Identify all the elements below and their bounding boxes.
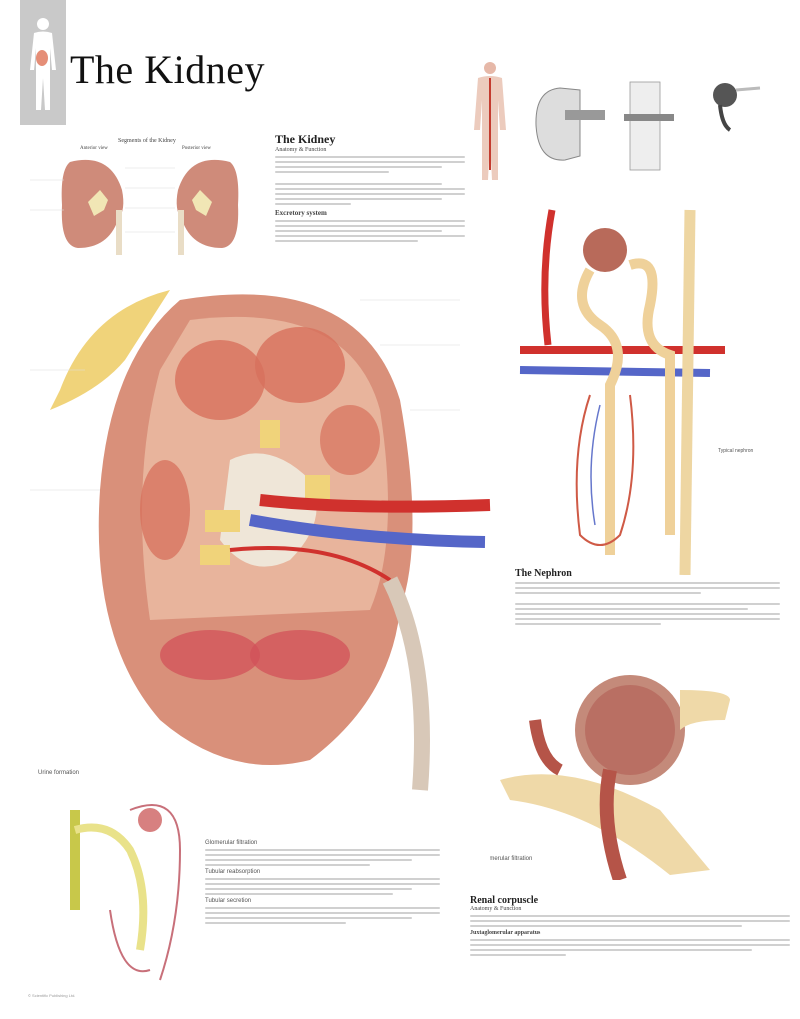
human-body-icon (30, 18, 56, 110)
kidney-segments-illustration (30, 159, 239, 255)
renal-corpuscle-heading: Renal corpuscle (470, 895, 539, 906)
juxtaglomerular-heading: Juxtaglomerular apparatus (470, 930, 541, 936)
urine-formation-text: Glomerular filtration Tubular reabsorpti… (205, 840, 440, 927)
corpuscle-sketch (713, 83, 761, 132)
footer-copyright: © Scientific Publishing Ltd. (28, 993, 76, 998)
nephron-paragraph (515, 582, 780, 625)
segments-left-caption: Anterior view (80, 146, 108, 151)
kidney-paragraph (275, 156, 465, 205)
typical-nephron-label: Typical nephron (718, 448, 754, 454)
urine-formation-heading: Urine formation (38, 770, 80, 776)
kidney-text-section: The Kidney Anatomy & Function Excretory … (275, 132, 465, 245)
segments-heading: Segments of the Kidney (118, 138, 176, 144)
kidney-subheading: Anatomy & Function (275, 147, 327, 153)
glomerular-filtration-label: Glomerular filtration (490, 856, 532, 862)
renal-corpuscle-text: Renal corpuscle Anatomy & Function Juxta… (470, 895, 790, 959)
nephron-sketch (624, 81, 674, 171)
sidebar-body-panel (20, 0, 66, 125)
kidney-heading: The Kidney (275, 132, 336, 146)
overview-diagrams (474, 62, 761, 180)
urine-formation-illustration (70, 804, 182, 981)
urine-sub2: Tubular reabsorption (205, 869, 261, 875)
renal-corpuscle-subheading: Anatomy & Function (470, 906, 522, 912)
renal-corpuscle-illustration: Glomerular filtration (490, 675, 730, 880)
kidney-cross-section (30, 290, 491, 791)
segments-right-caption: Posterior view (182, 146, 212, 151)
nephron-illustration: Typical nephron (519, 209, 754, 575)
kidney-subheading-2: Excretory system (275, 209, 327, 217)
urine-sub3: Tubular secretion (205, 898, 252, 904)
urine-sub1: Glomerular filtration (205, 840, 258, 846)
human-figure-diagram (474, 62, 506, 180)
kidney-paragraph-2 (275, 220, 465, 242)
page-title: The Kidney (70, 47, 265, 92)
nephron-heading: The Nephron (515, 568, 572, 579)
kidney-section-sketch (535, 87, 605, 161)
nephron-text-section: The Nephron (515, 568, 780, 628)
